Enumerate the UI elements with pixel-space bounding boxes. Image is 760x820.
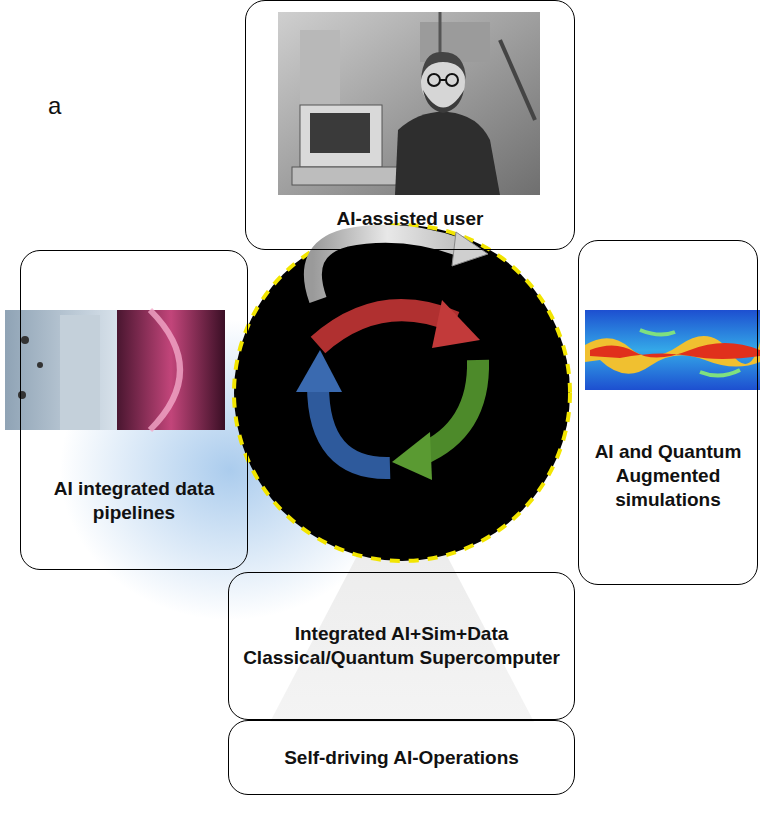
fragment-label: a bbox=[48, 92, 61, 120]
turbulence-image bbox=[585, 310, 760, 390]
user-box: AI-assisted user bbox=[245, 0, 575, 250]
pipeline-box: AI integrated data pipelines bbox=[20, 250, 248, 570]
node-label: Integrated AI+Sim+Data Classical/Quantum… bbox=[229, 622, 574, 670]
user-photo bbox=[278, 12, 540, 195]
central-circle bbox=[234, 225, 570, 561]
node-label: AI and Quantum Augmented simulations bbox=[579, 440, 757, 512]
operations-box: Self-driving AI-Operations bbox=[228, 720, 575, 795]
cycle-arrows bbox=[296, 300, 480, 480]
node-label: AI integrated data pipelines bbox=[21, 477, 247, 525]
node-label: AI-assisted user bbox=[246, 207, 574, 231]
supercomputer-box: Integrated AI+Sim+Data Classical/Quantum… bbox=[228, 572, 575, 720]
simulation-box: AI and Quantum Augmented simulations bbox=[578, 240, 758, 585]
node-label: Self-driving AI-Operations bbox=[229, 746, 574, 770]
user-cycle-arrow bbox=[313, 232, 488, 300]
tokamak-image bbox=[5, 310, 225, 430]
